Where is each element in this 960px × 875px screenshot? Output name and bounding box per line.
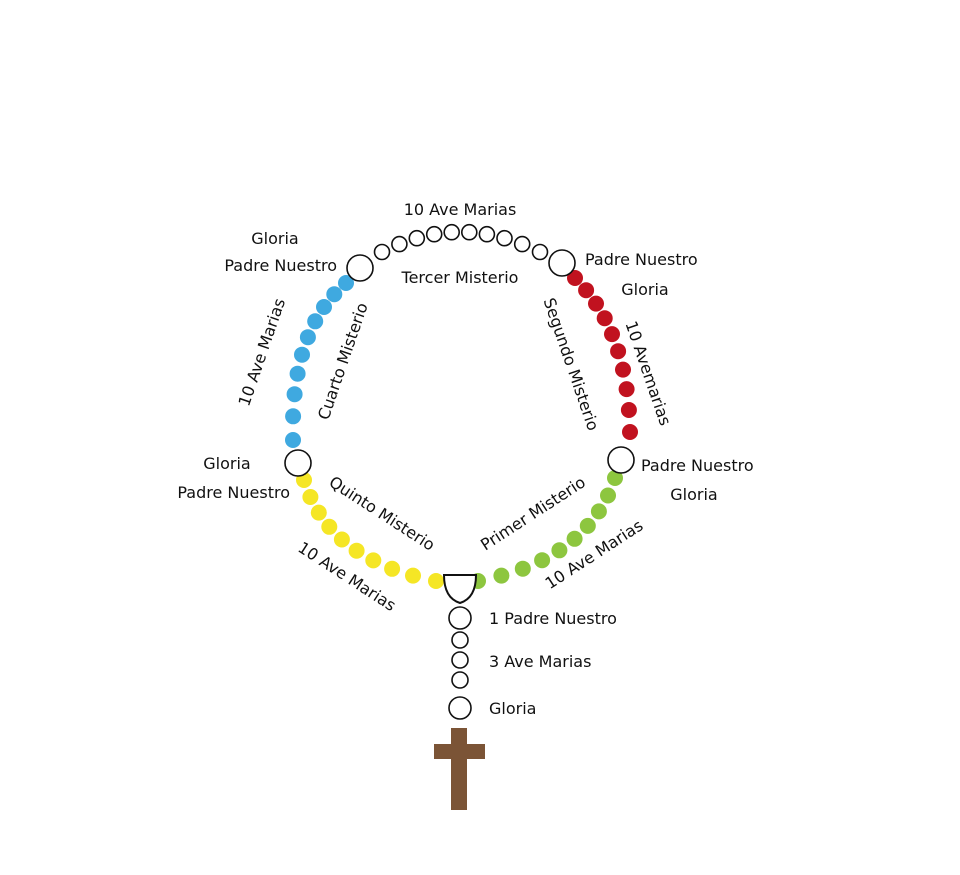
bead-layer: [285, 223, 638, 589]
ave-bead-decade-2: [578, 282, 595, 299]
padre-nuestro-bead-2: [548, 249, 576, 277]
pendant-label-padre-nuestro: 1 Padre Nuestro: [489, 609, 617, 628]
medal-icon: [442, 574, 478, 605]
ave-bead-decade-3: [391, 235, 408, 253]
pendant-padre-nuestro-bead: [448, 606, 472, 630]
ave-bead-decade-1: [493, 567, 510, 584]
ave-bead-decade-2: [596, 310, 613, 327]
ave-bead-decade-3: [425, 225, 443, 243]
ave-bead-decade-5: [321, 518, 338, 535]
ave-bead-decade-3: [496, 229, 513, 247]
ave-bead-decade-3: [478, 225, 496, 243]
joint-label-right-lower-1: Padre Nuestro: [641, 456, 754, 475]
ave-bead-decade-1: [566, 530, 583, 547]
ave-bead-decade-3: [443, 223, 461, 241]
ave-bead-decade-1: [607, 470, 623, 486]
ave-bead-decade-3: [408, 229, 426, 247]
pendant-beads: [448, 606, 472, 720]
ave-bead-decade-3: [513, 235, 531, 253]
joint-label-left-upper-2: Padre Nuestro: [224, 256, 337, 275]
ave-bead-decade-5: [405, 567, 421, 584]
ave-bead-decade-3: [531, 243, 549, 261]
padre-nuestro-bead-1: [607, 446, 635, 474]
ave-bead-decade-2: [618, 381, 635, 398]
pendant-ave-bead: [451, 651, 469, 669]
ave-bead-decade-5: [302, 489, 319, 505]
ave-bead-decade-3: [460, 223, 478, 241]
ave-bead-decade-4: [316, 299, 332, 315]
ave-bead-decade-5: [348, 542, 365, 559]
padre-nuestro-bead-4: [284, 449, 312, 477]
ave-label-4: 10 Ave Marias: [234, 296, 289, 409]
ave-bead-decade-4: [326, 286, 343, 303]
ave-bead-decade-4: [286, 386, 303, 403]
ave-bead-decade-5: [310, 504, 327, 521]
ave-bead-decade-2: [622, 424, 638, 440]
ave-bead-decade-1: [579, 517, 596, 534]
ave-bead-decade-2: [615, 361, 631, 378]
joint-bead-layer: [284, 249, 635, 477]
ave-bead-decade-5: [384, 560, 401, 577]
pendant-label-gloria: Gloria: [489, 699, 536, 718]
joint-label-right-upper-2: Gloria: [621, 280, 668, 299]
ave-label-5: 10 Ave Marias: [295, 538, 400, 615]
ave-bead-decade-4: [294, 346, 310, 363]
pendant-ave-bead: [451, 631, 469, 649]
ave-bead-decade-1: [514, 560, 531, 577]
ave-bead-decade-4: [299, 329, 316, 346]
ave-label-3: 10 Ave Marias: [404, 200, 517, 219]
ave-bead-decade-2: [604, 326, 620, 343]
ave-bead-decade-5: [365, 552, 382, 569]
ave-bead-decade-1: [590, 503, 607, 520]
ave-bead-decade-2: [588, 295, 604, 312]
ave-bead-decade-2: [620, 402, 637, 418]
joint-label-left-upper-1: Gloria: [251, 229, 298, 248]
ave-bead-decade-5: [333, 531, 350, 548]
padre-nuestro-bead-3: [346, 254, 374, 282]
ave-bead-decade-5: [428, 573, 444, 589]
ave-bead-decade-1: [551, 542, 568, 559]
ave-bead-decade-1: [600, 487, 616, 504]
ave-bead-decade-4: [307, 313, 324, 330]
ave-bead-decade-2: [610, 343, 627, 360]
ave-bead-decade-1: [534, 552, 551, 569]
pendant-label-ave-marias: 3 Ave Marias: [489, 652, 591, 671]
ave-bead-decade-4: [289, 365, 306, 382]
pendant-gloria-bead: [448, 696, 472, 720]
joint-label-right-lower-2: Gloria: [670, 485, 717, 504]
ave-bead-decade-4: [285, 432, 301, 448]
cross-icon: [434, 728, 485, 810]
mystery-label-2: Segundo Misterio: [540, 295, 603, 433]
mystery-label-3: Tercer Misterio: [401, 268, 519, 287]
ave-bead-decade-4: [285, 408, 302, 425]
joint-label-left-lower-2: Padre Nuestro: [177, 483, 290, 502]
ave-bead-decade-4: [338, 275, 354, 291]
joint-label-right-upper-1: Padre Nuestro: [585, 250, 698, 269]
pendant-ave-bead: [451, 671, 469, 689]
joint-label-left-lower-1: Gloria: [203, 454, 250, 473]
ave-bead-decade-2: [567, 270, 583, 286]
ave-bead-decade-3: [373, 243, 391, 261]
